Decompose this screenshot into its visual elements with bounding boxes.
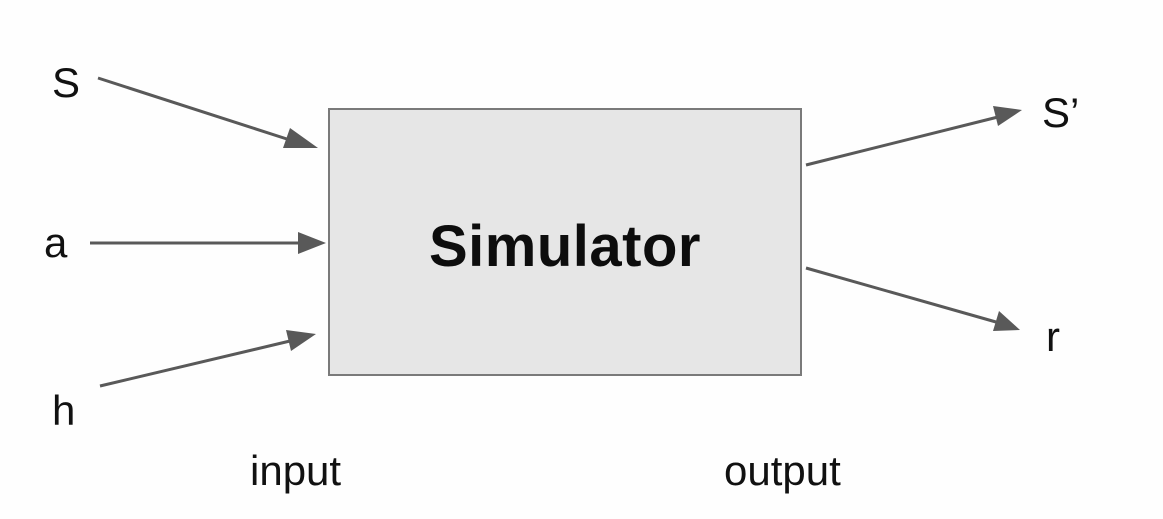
input-label-h: h — [52, 387, 76, 434]
simulator-block: Simulator — [328, 108, 802, 376]
arrow-h-to-simulator — [99, 330, 316, 388]
arrow-s-to-simulator — [97, 76, 318, 148]
simulator-title: Simulator — [429, 214, 701, 279]
input-label-s: S — [52, 59, 81, 106]
output-caption: output — [724, 447, 841, 494]
input-caption: input — [250, 447, 342, 494]
output-label-r: r — [1046, 313, 1060, 360]
output-label-s-prime: S’ — [1042, 89, 1080, 136]
input-label-a: a — [44, 219, 68, 266]
arrow-a-to-simulator — [90, 232, 326, 254]
arrow-simulator-to-s-prime — [805, 106, 1022, 167]
arrow-simulator-to-r — [805, 266, 1020, 331]
